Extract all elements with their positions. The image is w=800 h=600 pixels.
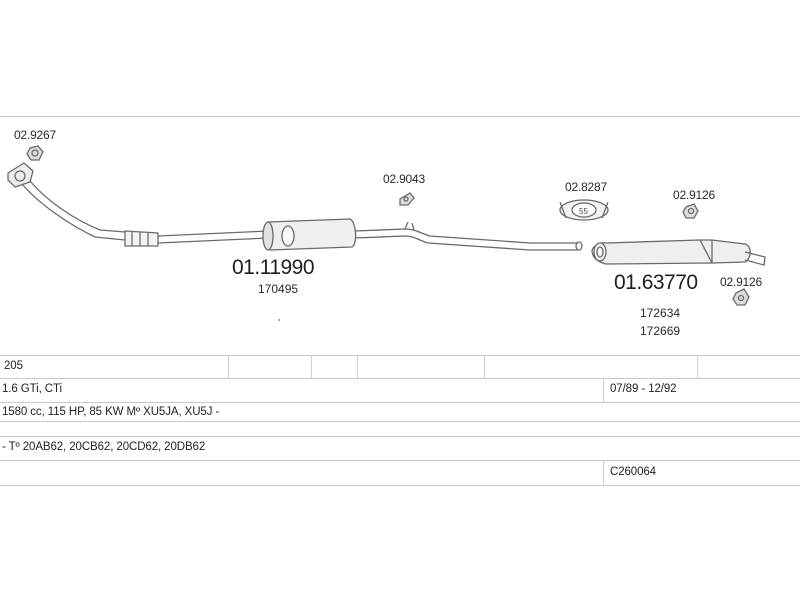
front-pipe bbox=[21, 180, 269, 247]
middle-silencer-icon bbox=[262, 218, 357, 251]
part-code-rear-mount-top: 02.9126 bbox=[673, 188, 715, 202]
top-border bbox=[0, 116, 800, 117]
column-divider bbox=[484, 355, 485, 378]
column-divider bbox=[311, 355, 312, 378]
table-rule bbox=[0, 485, 800, 486]
production-years: 07/89 - 12/92 bbox=[610, 383, 677, 395]
engine-spec: 1580 cc, 115 HP, 85 KW Mº XU5JA, XU5J - bbox=[2, 406, 220, 418]
column-divider bbox=[603, 460, 604, 485]
vehicle-model: 205 bbox=[4, 360, 23, 372]
column-divider bbox=[697, 355, 698, 378]
column-divider bbox=[357, 355, 358, 378]
intermediate-pipe bbox=[354, 221, 583, 251]
mount-bracket-icon-rear-bottom bbox=[732, 288, 750, 306]
table-rule bbox=[0, 436, 800, 437]
table-rule bbox=[0, 421, 800, 422]
table-rule bbox=[0, 378, 800, 379]
vehicle-version: 1.6 GTi, CTi bbox=[2, 383, 62, 395]
rear-silencer-code: 01.63770 bbox=[614, 271, 698, 294]
kit-code: C260064 bbox=[610, 466, 656, 478]
middle-silencer-ref: 170495 bbox=[258, 282, 299, 296]
column-divider bbox=[603, 378, 604, 402]
mount-bracket-icon-center bbox=[399, 192, 415, 206]
table-rule bbox=[0, 402, 800, 403]
clamp-size-label: 55 bbox=[579, 207, 588, 216]
column-divider bbox=[228, 355, 229, 378]
table-rule bbox=[0, 460, 800, 461]
clamp-ring-icon bbox=[559, 199, 609, 221]
rear-silencer-icon bbox=[591, 239, 766, 266]
rear-silencer-ref-2: 172669 bbox=[640, 324, 681, 338]
part-code-clamp-ring: 02.8287 bbox=[565, 180, 607, 194]
part-code-center-mount: 02.9043 bbox=[383, 172, 425, 186]
mount-bracket-icon-rear-top bbox=[682, 203, 699, 219]
clamp-nut-icon-front bbox=[26, 145, 44, 161]
table-rule bbox=[0, 355, 800, 356]
downpipe-flange-icon bbox=[7, 162, 34, 188]
part-code-downpipe-clamp: 02.9267 bbox=[14, 128, 56, 142]
part-code-rear-mount-bottom: 02.9126 bbox=[720, 275, 762, 289]
rear-silencer-ref-1: 172634 bbox=[640, 306, 681, 320]
vehicle-type-codes: - Tº 20AB62, 20CB62, 20CD62, 20DB62 bbox=[2, 441, 206, 453]
middle-silencer-code: 01.11990 bbox=[232, 256, 315, 279]
